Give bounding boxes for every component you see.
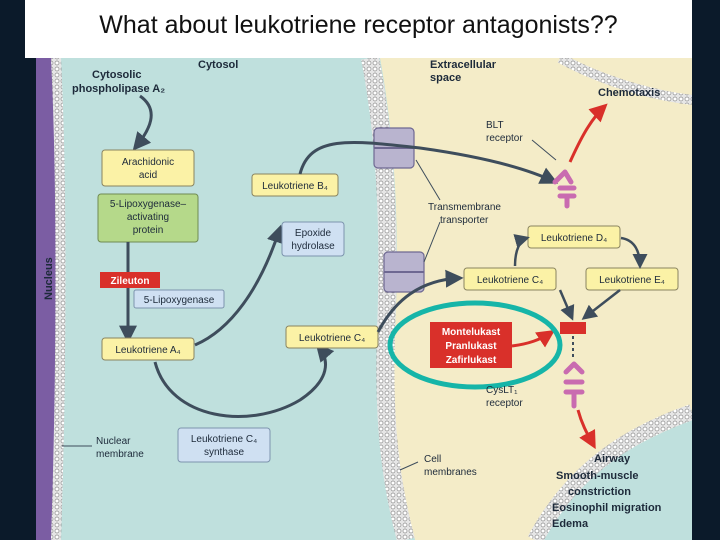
epoxide-hydrolase-box [281,221,345,257]
blt-receptor-label-2: receptor [486,133,523,144]
arrow-lte4-to-receptor [581,289,621,320]
cyslt1-receptor-label-1: CysLT₁ [486,385,518,396]
antagonist-montelukast: Montelukast [442,327,501,338]
cell-membranes-label-1: Cell [424,454,441,465]
five-lipoxygenase-box [133,289,225,309]
ltb4-box [251,173,339,197]
ltc4-synthase-label-2: synthase [204,447,244,458]
airway-effect-3: Eosinophil migration [552,502,662,514]
flap-box [97,193,199,243]
transmembrane-transporter-label-1: Transmembrane [428,202,501,213]
five-lipoxygenase-label: 5-Lipoxygenase [144,295,215,306]
title-bar: What about leukotriene receptor antagoni… [25,0,692,58]
cytosol-label: Cytosol [198,59,238,71]
ltc4-outside-label: Leukotriene C₄ [477,275,543,286]
right-border [692,58,720,540]
chemotaxis-label: Chemotaxis [598,87,660,99]
ltc4-synthase-label-1: Leukotriene C₄ [191,434,257,445]
lta4-label: Leukotriene A₄ [115,345,180,356]
ltc4-synthase-box [177,427,271,463]
arrow-airway-effects [576,409,596,450]
transporter-pointer-1 [415,159,441,201]
epoxide-hydrolase-label-2: hydrolase [291,241,335,252]
ltc4-inside-label: Leukotriene C₄ [299,333,365,344]
flap-label-1: 5-Lipoxygenase– [110,199,187,210]
arrow-pla2-to-aa [132,94,153,151]
nucleus-label: Nucleus [43,257,55,300]
arachidonic-acid-label-1: Arachidonic [122,157,174,168]
cyslt1-receptor-shape [563,361,585,409]
receptor-block-bar [560,322,586,334]
top-right-membrane [557,53,693,105]
ltc4-inside-box [285,325,379,349]
nuclear-membrane-label-1: Nuclear [96,436,131,447]
airway-cell-region [540,420,692,540]
slide-title: What about leukotriene receptor antagoni… [99,11,618,39]
extracellular-region [380,58,692,540]
lta4-box [101,337,195,361]
cyslt1-receptor-label-2: receptor [486,398,523,409]
airway-label: Airway [594,453,631,465]
arrow-ltd4-to-lte4 [620,236,648,269]
transporter-pointer-2 [423,221,441,263]
arrow-ltc4-to-ltd4 [513,234,530,267]
epoxide-hydrolase-label-1: Epoxide [295,228,332,239]
ltd4-label: Leukotriene D₄ [541,233,607,244]
left-border [0,58,36,540]
zileuton-box [100,272,160,288]
flap-label-3: protein [133,225,164,236]
lte4-label: Leukotriene E₄ [599,275,665,286]
extracellular-label-2: space [430,72,461,84]
cell-membranes-label-2: membranes [424,467,477,478]
ltc4-outside-box [463,267,557,291]
extracellular-label-1: Extracellular [430,59,497,71]
antagonists-box [430,322,512,368]
pla2-label-1: Cytosolic [92,69,142,81]
arrow-ltc4-to-receptor [558,289,575,321]
arrow-chemotaxis [568,103,608,163]
arrow-antagonist-to-receptor [511,330,555,348]
transmembrane-transporter-label-2: transporter [440,215,489,226]
highlight-ring [387,300,563,390]
antagonist-zafirlukast: Zafirlukast [446,355,497,366]
flap-label-2: activating [127,212,169,223]
arrow-lta4-to-ltc4 [153,343,335,418]
pla2-label-2: phospholipase A₂ [72,83,165,95]
blt-receptor-pointer [531,139,557,161]
airway-effect-2: constriction [568,486,631,498]
ltb4-label: Leukotriene B₄ [262,181,328,192]
antagonist-pranlukast: Pranlukast [445,341,497,352]
zileuton-label: Zileuton [111,276,150,287]
airway-effect-4: Edema [552,518,589,530]
blt-receptor-shape [552,169,577,209]
airway-effect-1: Smooth-muscle [556,470,639,482]
arrow-lta4-to-ltb4 [194,224,285,347]
arrow-ltb4-out [298,140,559,184]
airway-cell-membrane [527,404,695,540]
cell-membranes-pointer [399,461,419,471]
arachidonic-acid-label-2: acid [139,170,157,181]
nucleus-region [36,58,56,540]
arachidonic-acid-box [101,149,195,187]
arrow-ltc4-out [376,269,464,333]
lte4-box [585,267,679,291]
nuclear-membrane-label-2: membrane [96,449,144,460]
nuclear-membrane [51,57,66,540]
blt-receptor-label-1: BLT [486,120,504,131]
